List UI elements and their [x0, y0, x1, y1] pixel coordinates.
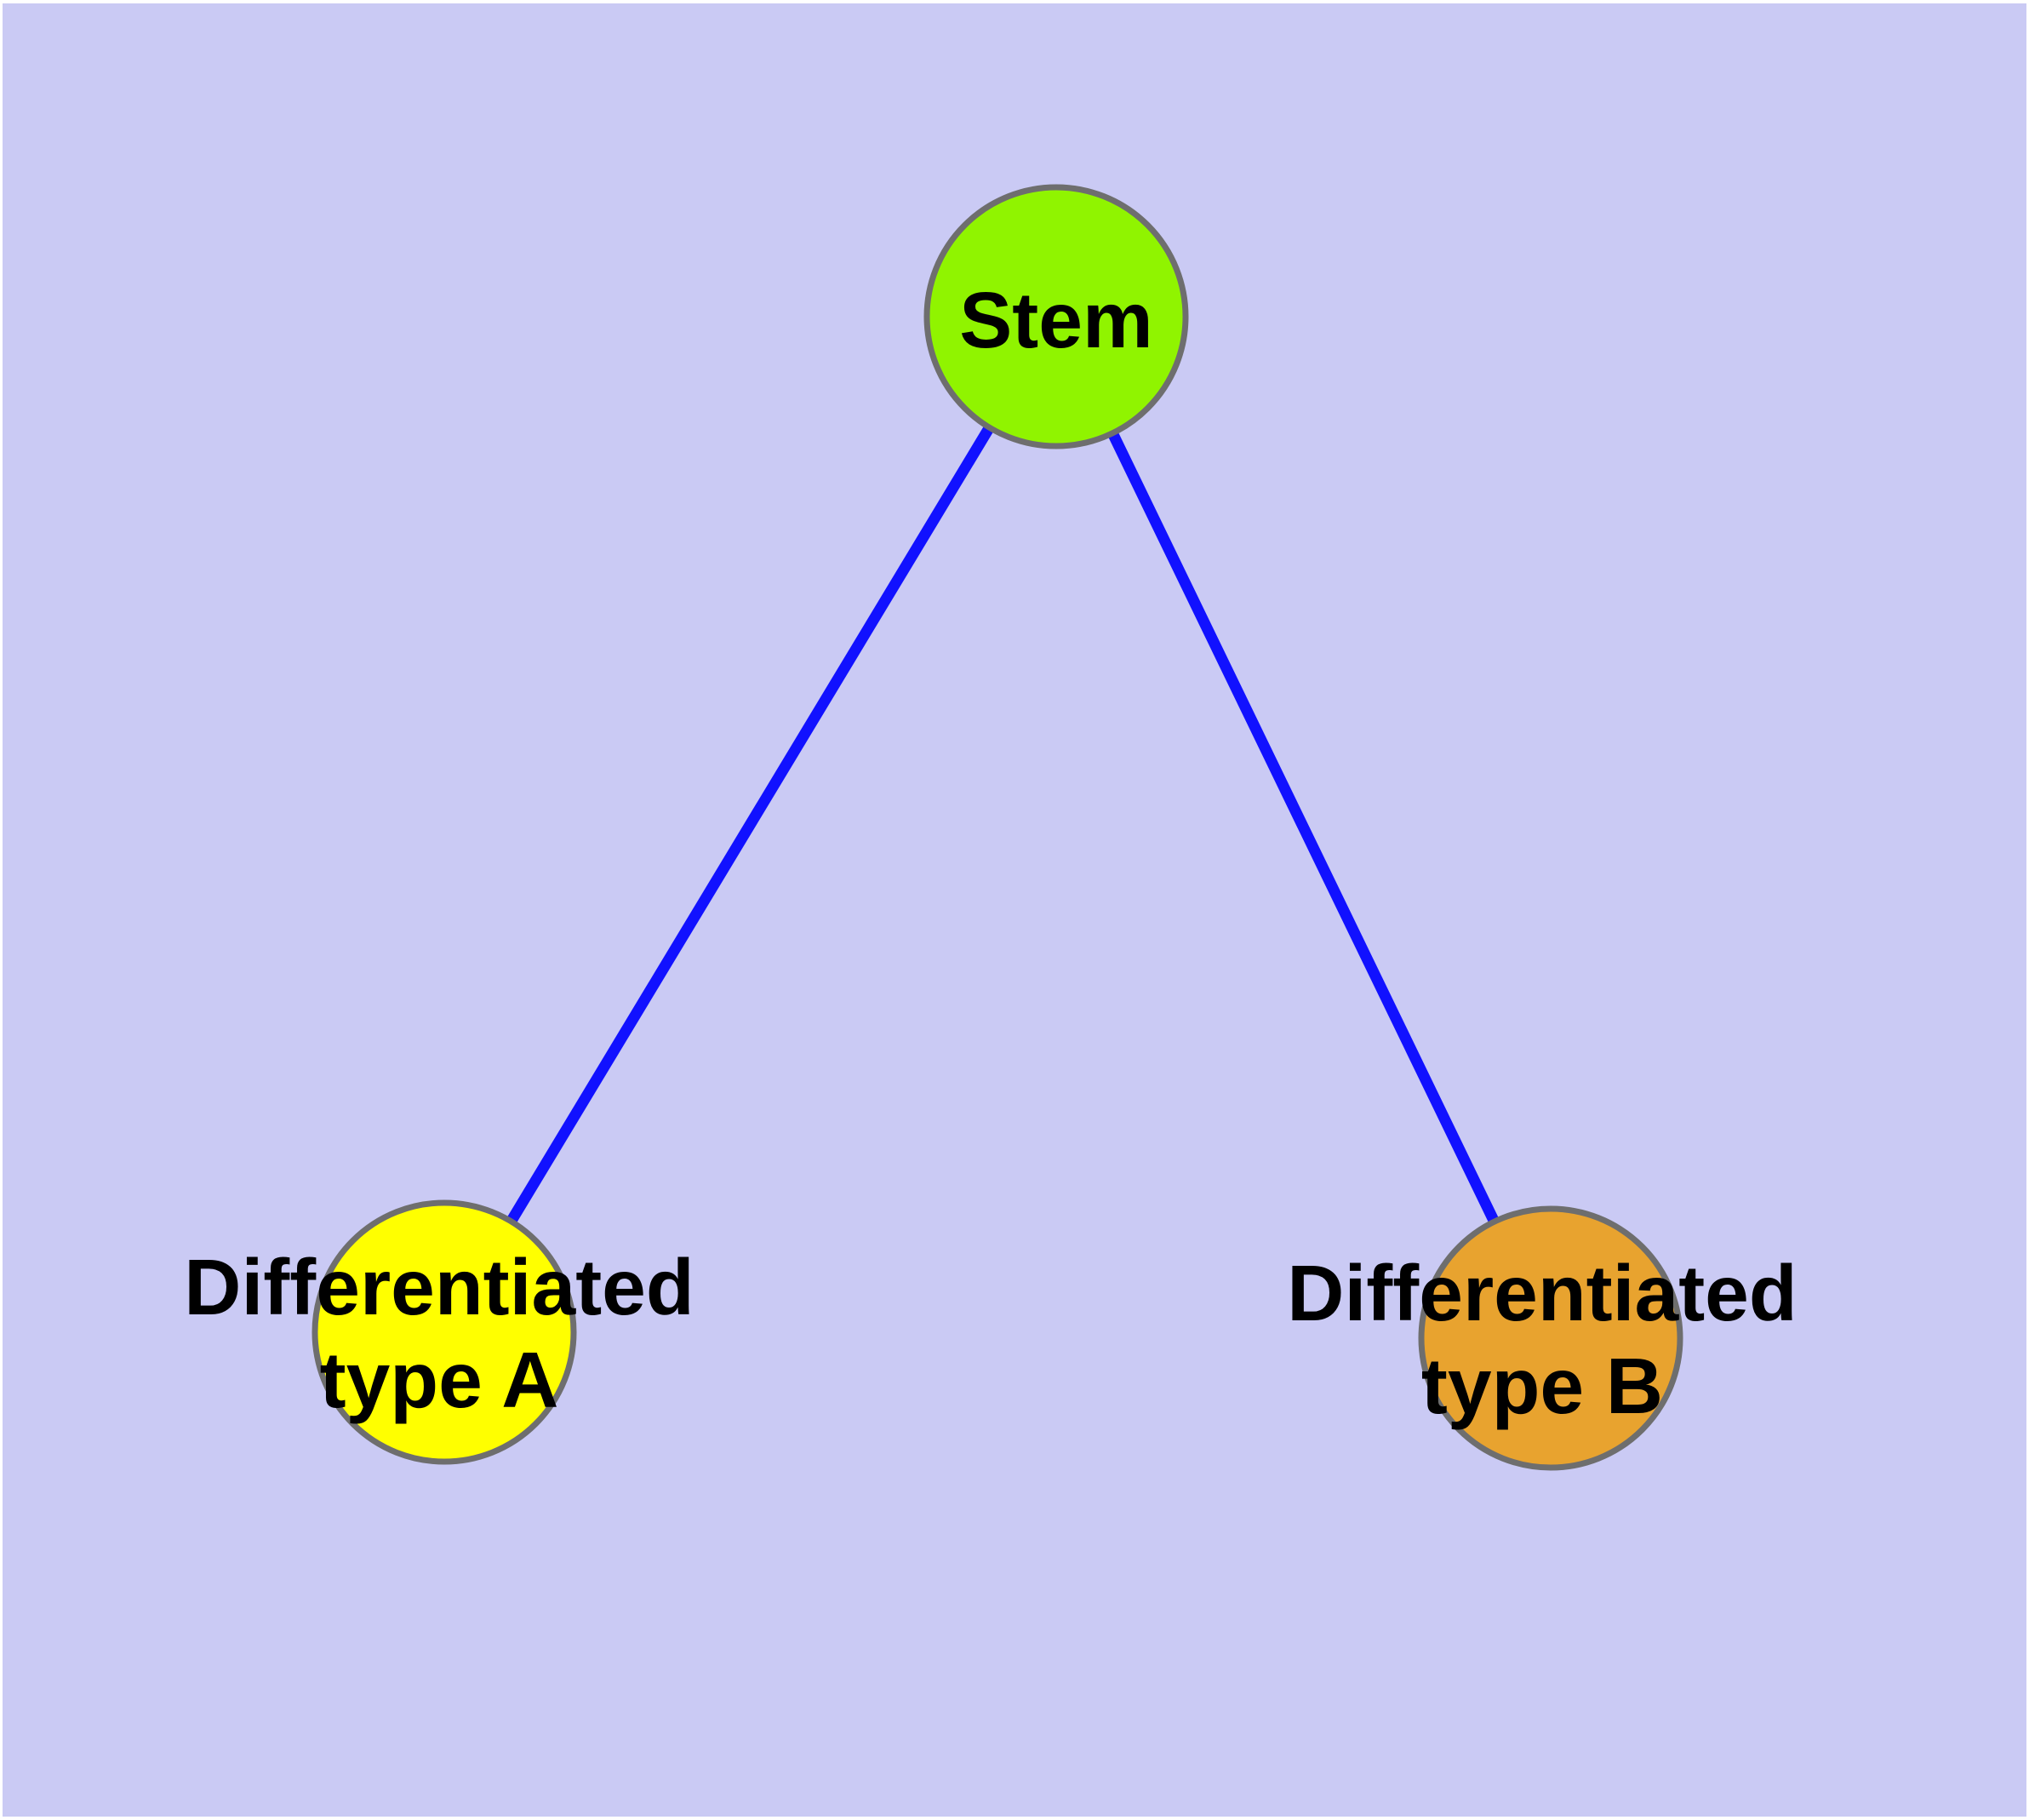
stem-node-label: Stem	[959, 276, 1152, 364]
edge-stem-to-type-a	[439, 313, 1061, 1336]
type-b-node	[1418, 1205, 1683, 1471]
edge-stem-to-type-b	[1051, 314, 1556, 1341]
stem-node	[923, 184, 1189, 449]
type-b-node-label-line2: type B	[1421, 1342, 1663, 1430]
type-a-node	[311, 1199, 577, 1465]
type-a-node-label-line2: type A	[320, 1336, 559, 1424]
type-b-node-label-line1: Differentiated	[1287, 1249, 1797, 1337]
type-a-node-label-line1: Differentiated	[184, 1243, 694, 1331]
